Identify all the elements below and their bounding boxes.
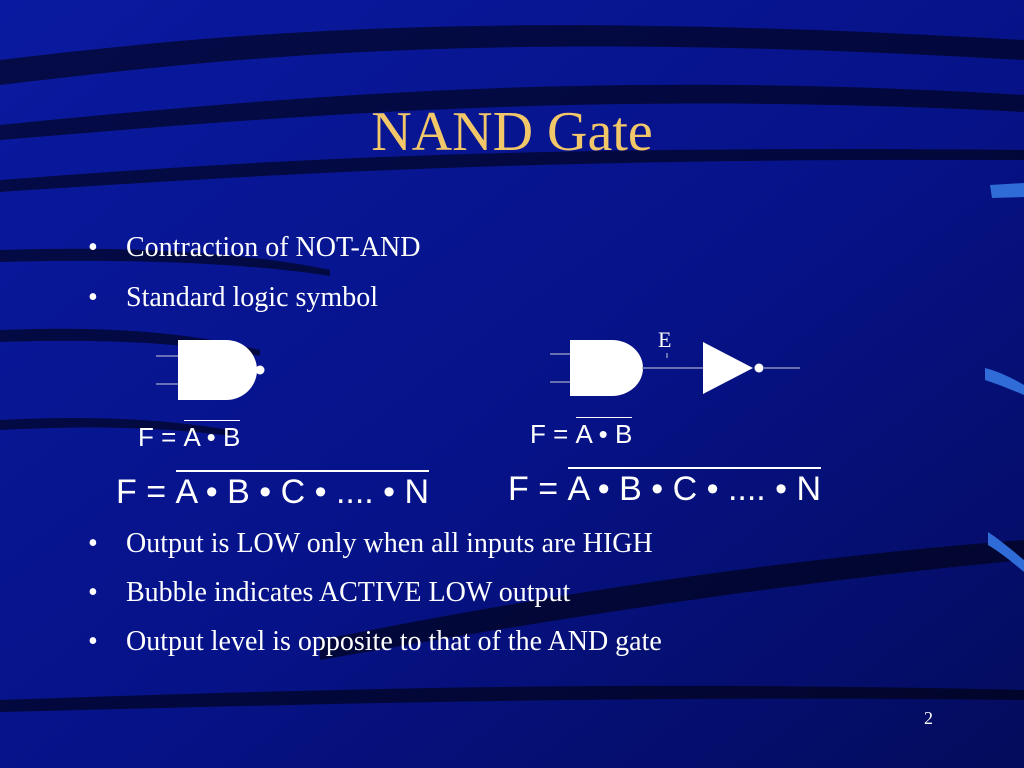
equation-rhs-overlined: A • B • C • .... • N [175,470,430,512]
bullet-item: • Output is LOW only when all inputs are … [88,528,653,560]
equation-lhs: F = [138,422,184,452]
bullet-item: • Output level is opposite to that of the… [88,626,662,658]
equation-lhs: F = [116,473,176,511]
equation-large-left: F = A • B • C • .... • N [116,470,430,512]
equation-lhs: F = [508,470,568,508]
nand-gate-symbol-right [550,340,703,396]
equation-small-left: F = A • B [138,420,241,453]
bullet-text: Contraction of NOT-AND [126,232,421,263]
bullet-marker: • [88,577,98,608]
equation-small-right: F = A • B [530,417,633,450]
bullet-text: Output level is opposite to that of the … [126,626,662,657]
bullet-marker: • [88,232,98,263]
bullet-marker: • [88,282,98,313]
equation-rhs-overlined: A • B [183,420,241,452]
equation-rhs-overlined: A • B [575,417,633,449]
nand-gate-symbol-left [156,340,265,400]
bullet-item: • Standard logic symbol [88,282,378,314]
bullet-item: • Contraction of NOT-AND [88,232,420,264]
equation-lhs: F = [530,419,576,449]
enable-label: E [658,327,672,352]
bullet-text: Standard logic symbol [126,282,378,313]
page-number: 2 [924,708,933,728]
bullet-text: Bubble indicates ACTIVE LOW output [126,577,571,608]
equation-rhs-overlined: A • B • C • .... • N [567,467,822,509]
bullet-text: Output is LOW only when all inputs are H… [126,528,653,559]
slide-title: NAND Gate [371,101,653,163]
bullet-item: • Bubble indicates ACTIVE LOW output [88,577,570,609]
equation-large-right: F = A • B • C • .... • N [508,467,822,509]
bullet-marker: • [88,528,98,559]
bullet-marker: • [88,626,98,657]
tri-state-buffer-symbol [703,342,800,394]
